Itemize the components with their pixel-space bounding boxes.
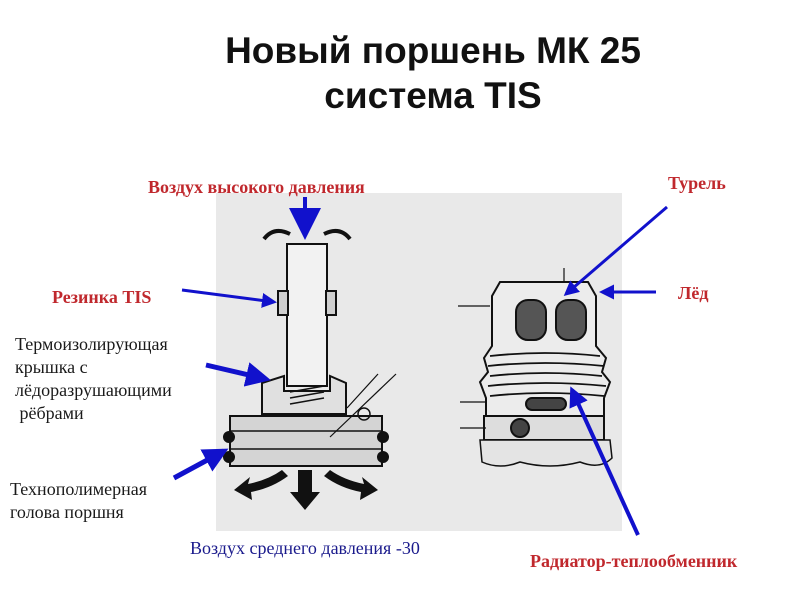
label-insulating-cap-line: Термоизолирующая [15, 334, 168, 354]
leader-line [346, 373, 379, 409]
tis-ring-left [277, 290, 289, 316]
base-hole [510, 418, 530, 438]
turret-hole [555, 299, 587, 341]
radiator-fins [487, 352, 607, 397]
piston-head [229, 415, 383, 467]
turret-base [483, 415, 605, 441]
vent-slot [525, 397, 567, 411]
leader-line [329, 373, 397, 438]
arrow-tis-rubber [181, 288, 277, 308]
slide-title: Новый поршень МК 25 система TIS [0, 28, 800, 118]
lower-body [479, 439, 613, 467]
tis-ring-right [325, 290, 337, 316]
arrow-cap [205, 362, 271, 387]
curved-arrow-icon [323, 228, 352, 241]
pointer-arrows [172, 197, 668, 536]
curved-arrow-icon [324, 470, 378, 500]
piston-stem [286, 243, 328, 387]
spring [289, 385, 325, 405]
label-ice: Лёд [678, 283, 709, 303]
o-ring [223, 431, 235, 443]
inflow-arrows [262, 228, 352, 241]
label-high-pressure-air: Воздух высокого давления [148, 177, 365, 197]
side-port [357, 407, 371, 421]
arrow-radiator [569, 386, 640, 536]
label-insulating-cap-line: лёдоразрушающими [15, 380, 172, 400]
o-ring [223, 451, 235, 463]
arrow-turret [563, 205, 668, 296]
title-line-1: Новый поршень МК 25 [225, 30, 641, 71]
label-radiator: Радиатор-теплообменник [530, 551, 738, 571]
curved-arrow-icon [262, 228, 291, 241]
piston-section-left [223, 243, 397, 467]
label-insulating-cap: Термоизолирующая крышка с лёдоразрушающи… [15, 333, 172, 425]
label-tis-rubber: Резинка TIS [52, 287, 152, 307]
turret-hole [515, 299, 547, 341]
label-piston-head: Технополимерная голова поршня [10, 478, 147, 524]
curved-arrow-icon [234, 470, 288, 500]
outflow-arrows [234, 470, 378, 510]
label-turret: Турель [668, 173, 726, 193]
label-medium-pressure-air: Воздух среднего давления -30 [190, 538, 420, 558]
label-piston-head-line: Технополимерная [10, 479, 147, 499]
arrow-head [172, 448, 229, 481]
label-insulating-cap-line: рёбрами [15, 403, 84, 423]
o-ring [377, 451, 389, 463]
title-line-2: система TIS [324, 75, 542, 116]
o-ring [377, 431, 389, 443]
down-arrow-icon [290, 470, 320, 510]
label-piston-head-line: голова поршня [10, 502, 124, 522]
label-insulating-cap-line: крышка с [15, 357, 88, 377]
